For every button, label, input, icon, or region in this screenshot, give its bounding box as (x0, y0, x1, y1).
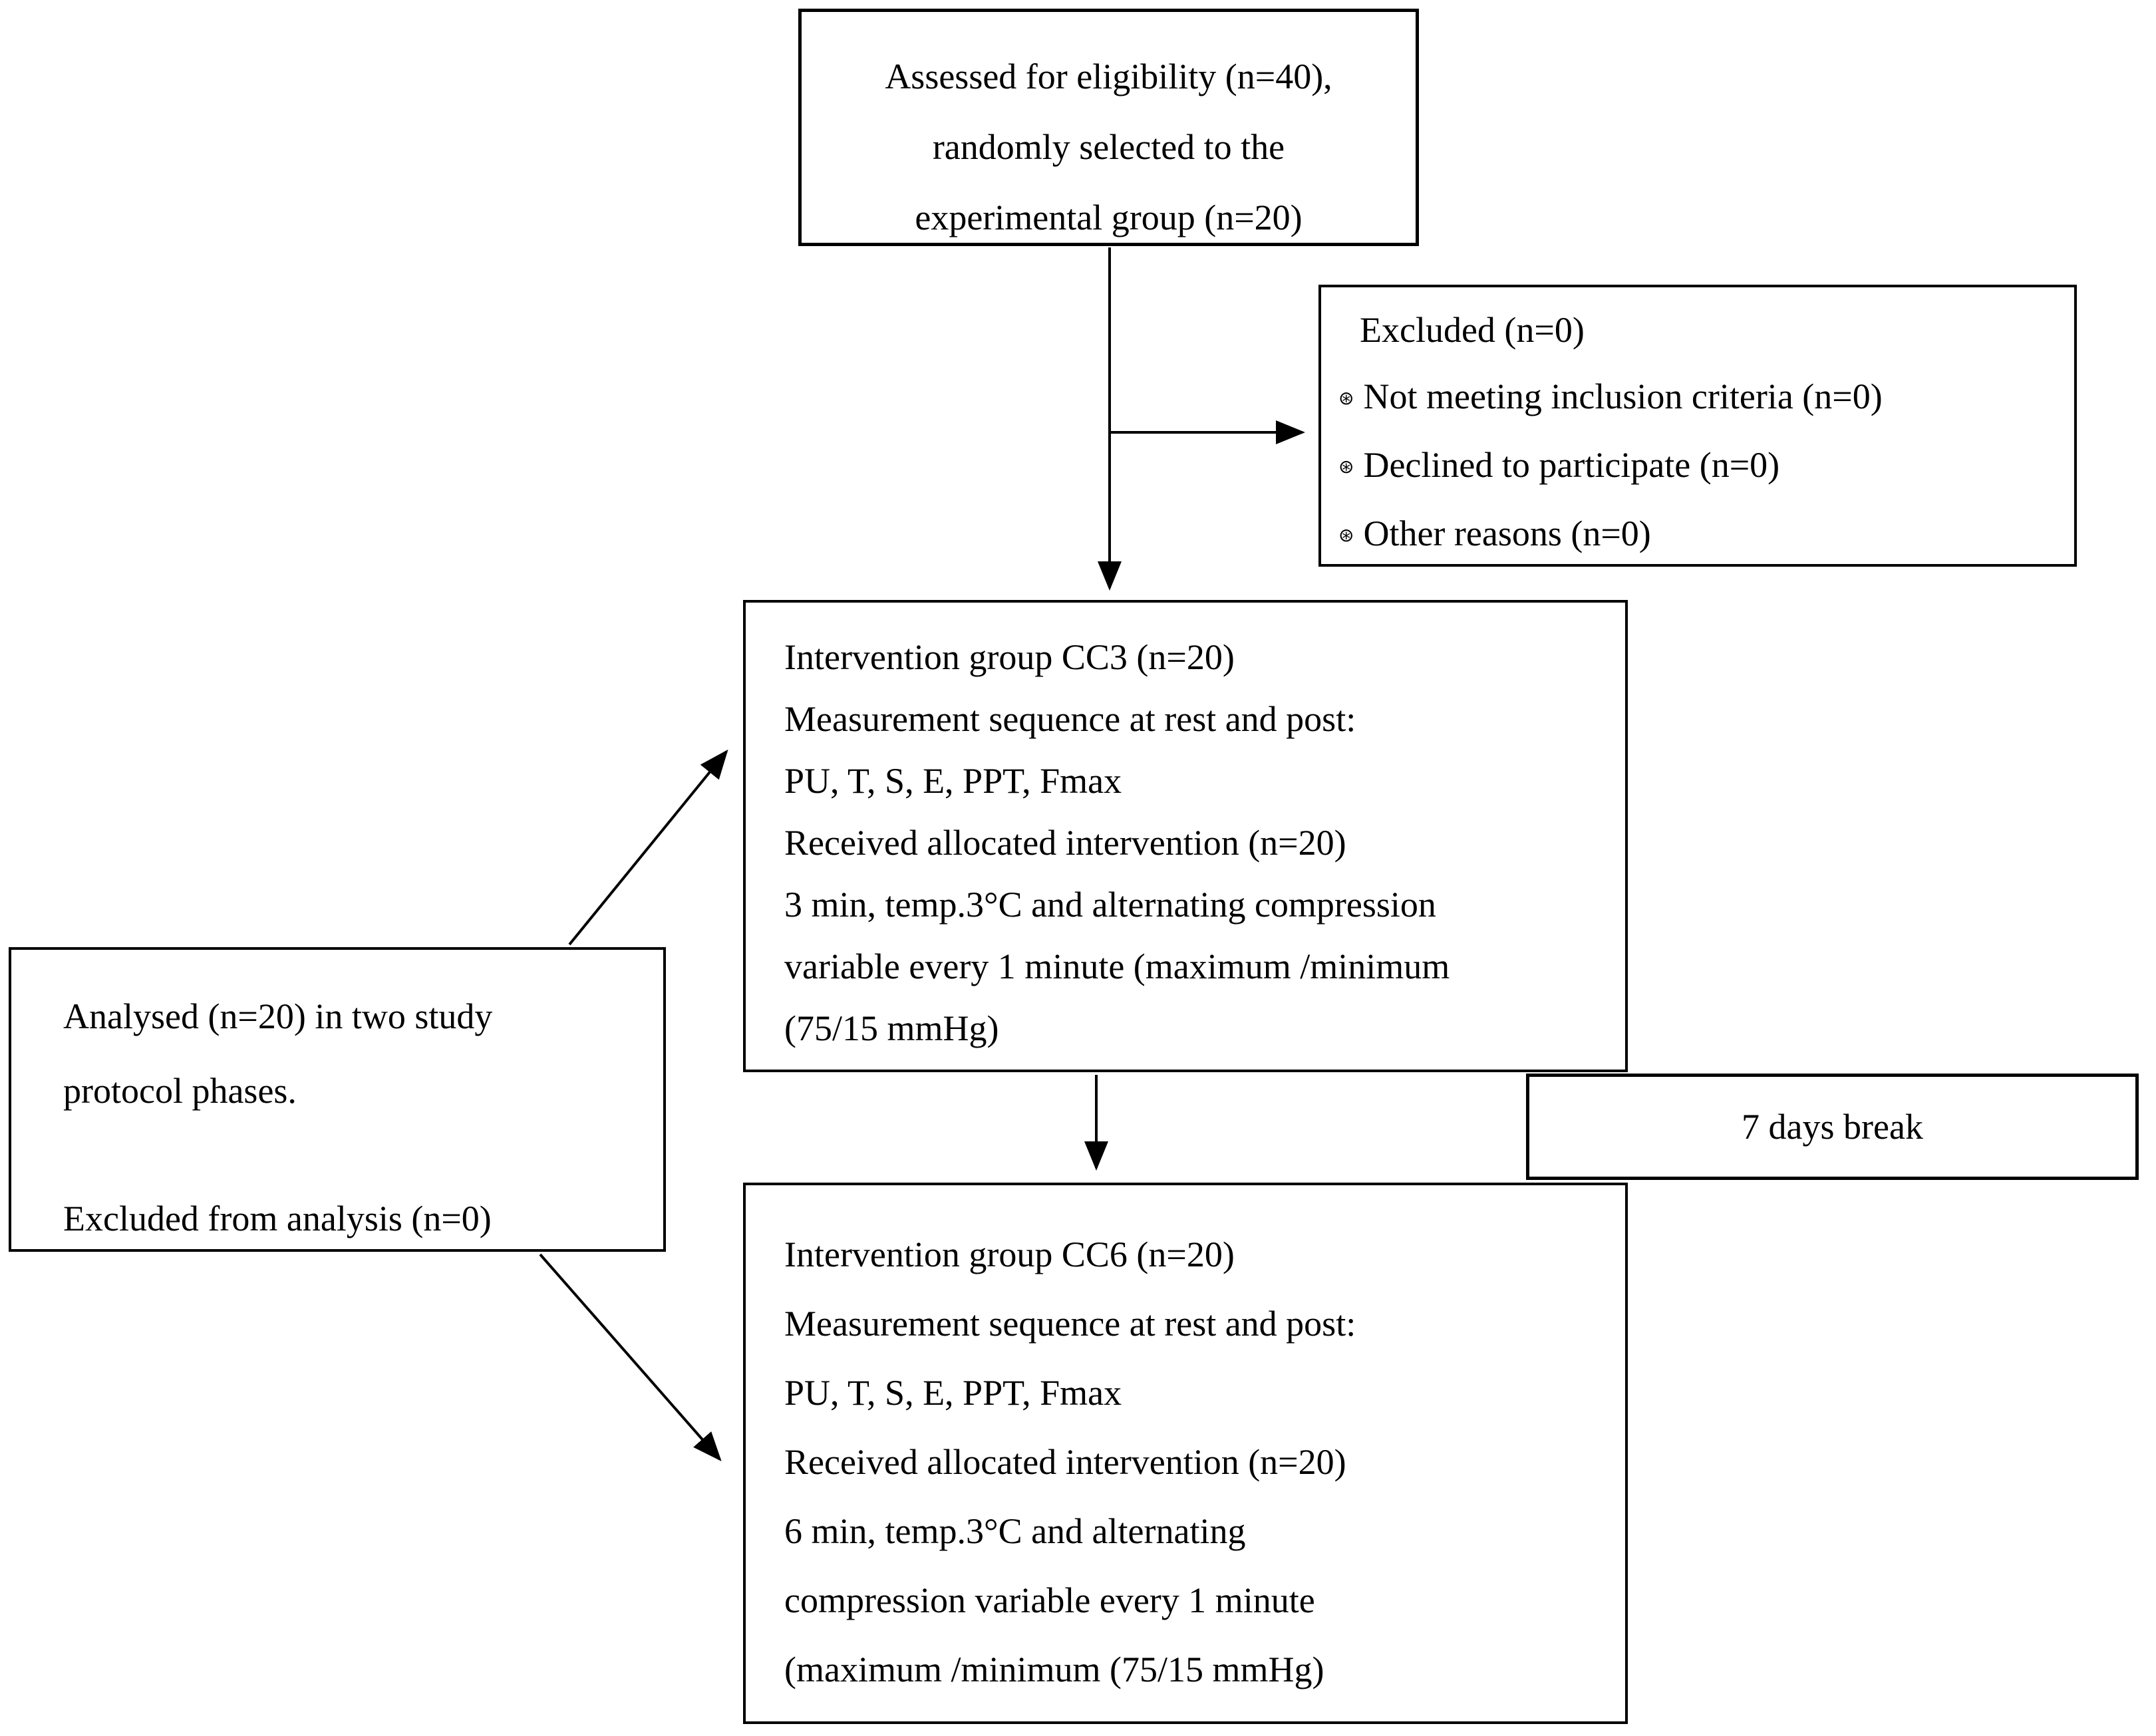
cc6-line: compression variable every 1 minute (784, 1580, 1315, 1620)
circled-asterisk-bullet-icon: ⊛ (1338, 524, 1354, 546)
cc3-line: Measurement sequence at rest and post: (784, 699, 1356, 739)
excluded-item: ⊛ Other reasons (n=0) (1338, 500, 2062, 569)
box-intervention-cc3: Intervention group CC3 (n=20) Measuremen… (743, 600, 1628, 1072)
cc6-line: Measurement sequence at rest and post: (784, 1304, 1356, 1344)
cc3-line: PU, T, S, E, PPT, Fmax (784, 761, 1122, 801)
arrow-analysed-to-cc3 (568, 749, 728, 946)
cc3-line: Received allocated intervention (n=20) (784, 823, 1346, 863)
cc6-line: 6 min, temp.3°C and alternating (784, 1511, 1246, 1551)
cc3-line: Intervention group CC3 (n=20) (784, 637, 1235, 677)
box-intervention-cc6: Intervention group CC6 (n=20) Measuremen… (743, 1183, 1628, 1724)
circled-asterisk-bullet-icon: ⊛ (1338, 456, 1354, 478)
cc6-line: Received allocated intervention (n=20) (784, 1442, 1346, 1482)
analysed-line: protocol phases. (63, 1071, 297, 1111)
cc6-line: PU, T, S, E, PPT, Fmax (784, 1373, 1122, 1413)
analysed-spacer (63, 1128, 651, 1181)
excluded-item: ⊛ Declined to participate (n=0) (1338, 432, 2062, 500)
cc3-line: (75/15 mmHg) (784, 1008, 999, 1048)
excluded-item: ⊛ Not meeting inclusion criteria (n=0) (1338, 363, 2062, 432)
box-seven-days-break: 7 days break (1526, 1074, 2139, 1180)
eligibility-line: experimental group (n=20) (915, 198, 1303, 237)
eligibility-line: Assessed for eligibility (n=40), (885, 57, 1332, 96)
arrow-analysed-to-cc6 (539, 1253, 722, 1462)
excluded-item-label: Other reasons (n=0) (1363, 513, 1651, 553)
eligibility-line: randomly selected to the (932, 127, 1285, 167)
excluded-item-label: Not meeting inclusion criteria (n=0) (1363, 376, 1883, 416)
break-label: 7 days break (1742, 1107, 1923, 1147)
cc3-line: 3 min, temp.3°C and alternating compress… (784, 885, 1436, 925)
cc3-line: variable every 1 minute (maximum /minimu… (784, 946, 1450, 986)
cc6-line: Intervention group CC6 (n=20) (784, 1234, 1235, 1274)
cc6-line: (maximum /minimum (75/15 mmHg) (784, 1650, 1324, 1689)
box-excluded: Excluded (n=0) ⊛ Not meeting inclusion cr… (1318, 285, 2077, 567)
excluded-item-label: Declined to participate (n=0) (1363, 445, 1780, 485)
excluded-title: Excluded (n=0) (1360, 310, 1585, 350)
analysed-line: Analysed (n=20) in two study (63, 996, 493, 1036)
analysed-line: Excluded from analysis (n=0) (63, 1199, 492, 1238)
circled-asterisk-bullet-icon: ⊛ (1338, 387, 1354, 409)
box-eligibility: Assessed for eligibility (n=40), randoml… (798, 9, 1419, 246)
box-analysed: Analysed (n=20) in two study protocol ph… (9, 947, 666, 1252)
